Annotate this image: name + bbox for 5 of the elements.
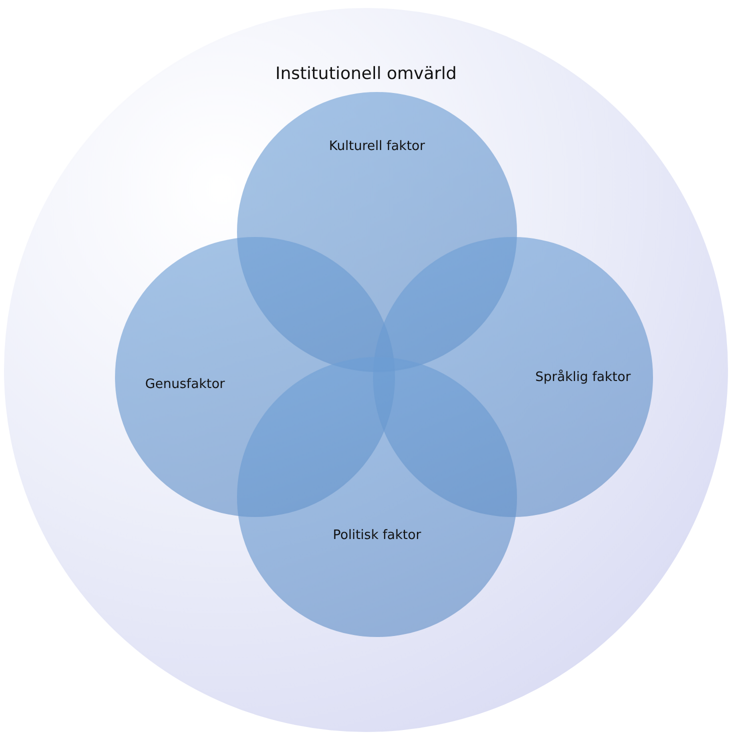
circle-title: Institutionell omvärld: [274, 66, 458, 83]
circle-label: Genusfaktor: [144, 376, 226, 393]
circle-label: Politisk faktor: [332, 527, 422, 544]
circle-label: Kulturell faktor: [328, 138, 426, 155]
circle-label: Språklig faktor: [534, 369, 632, 386]
